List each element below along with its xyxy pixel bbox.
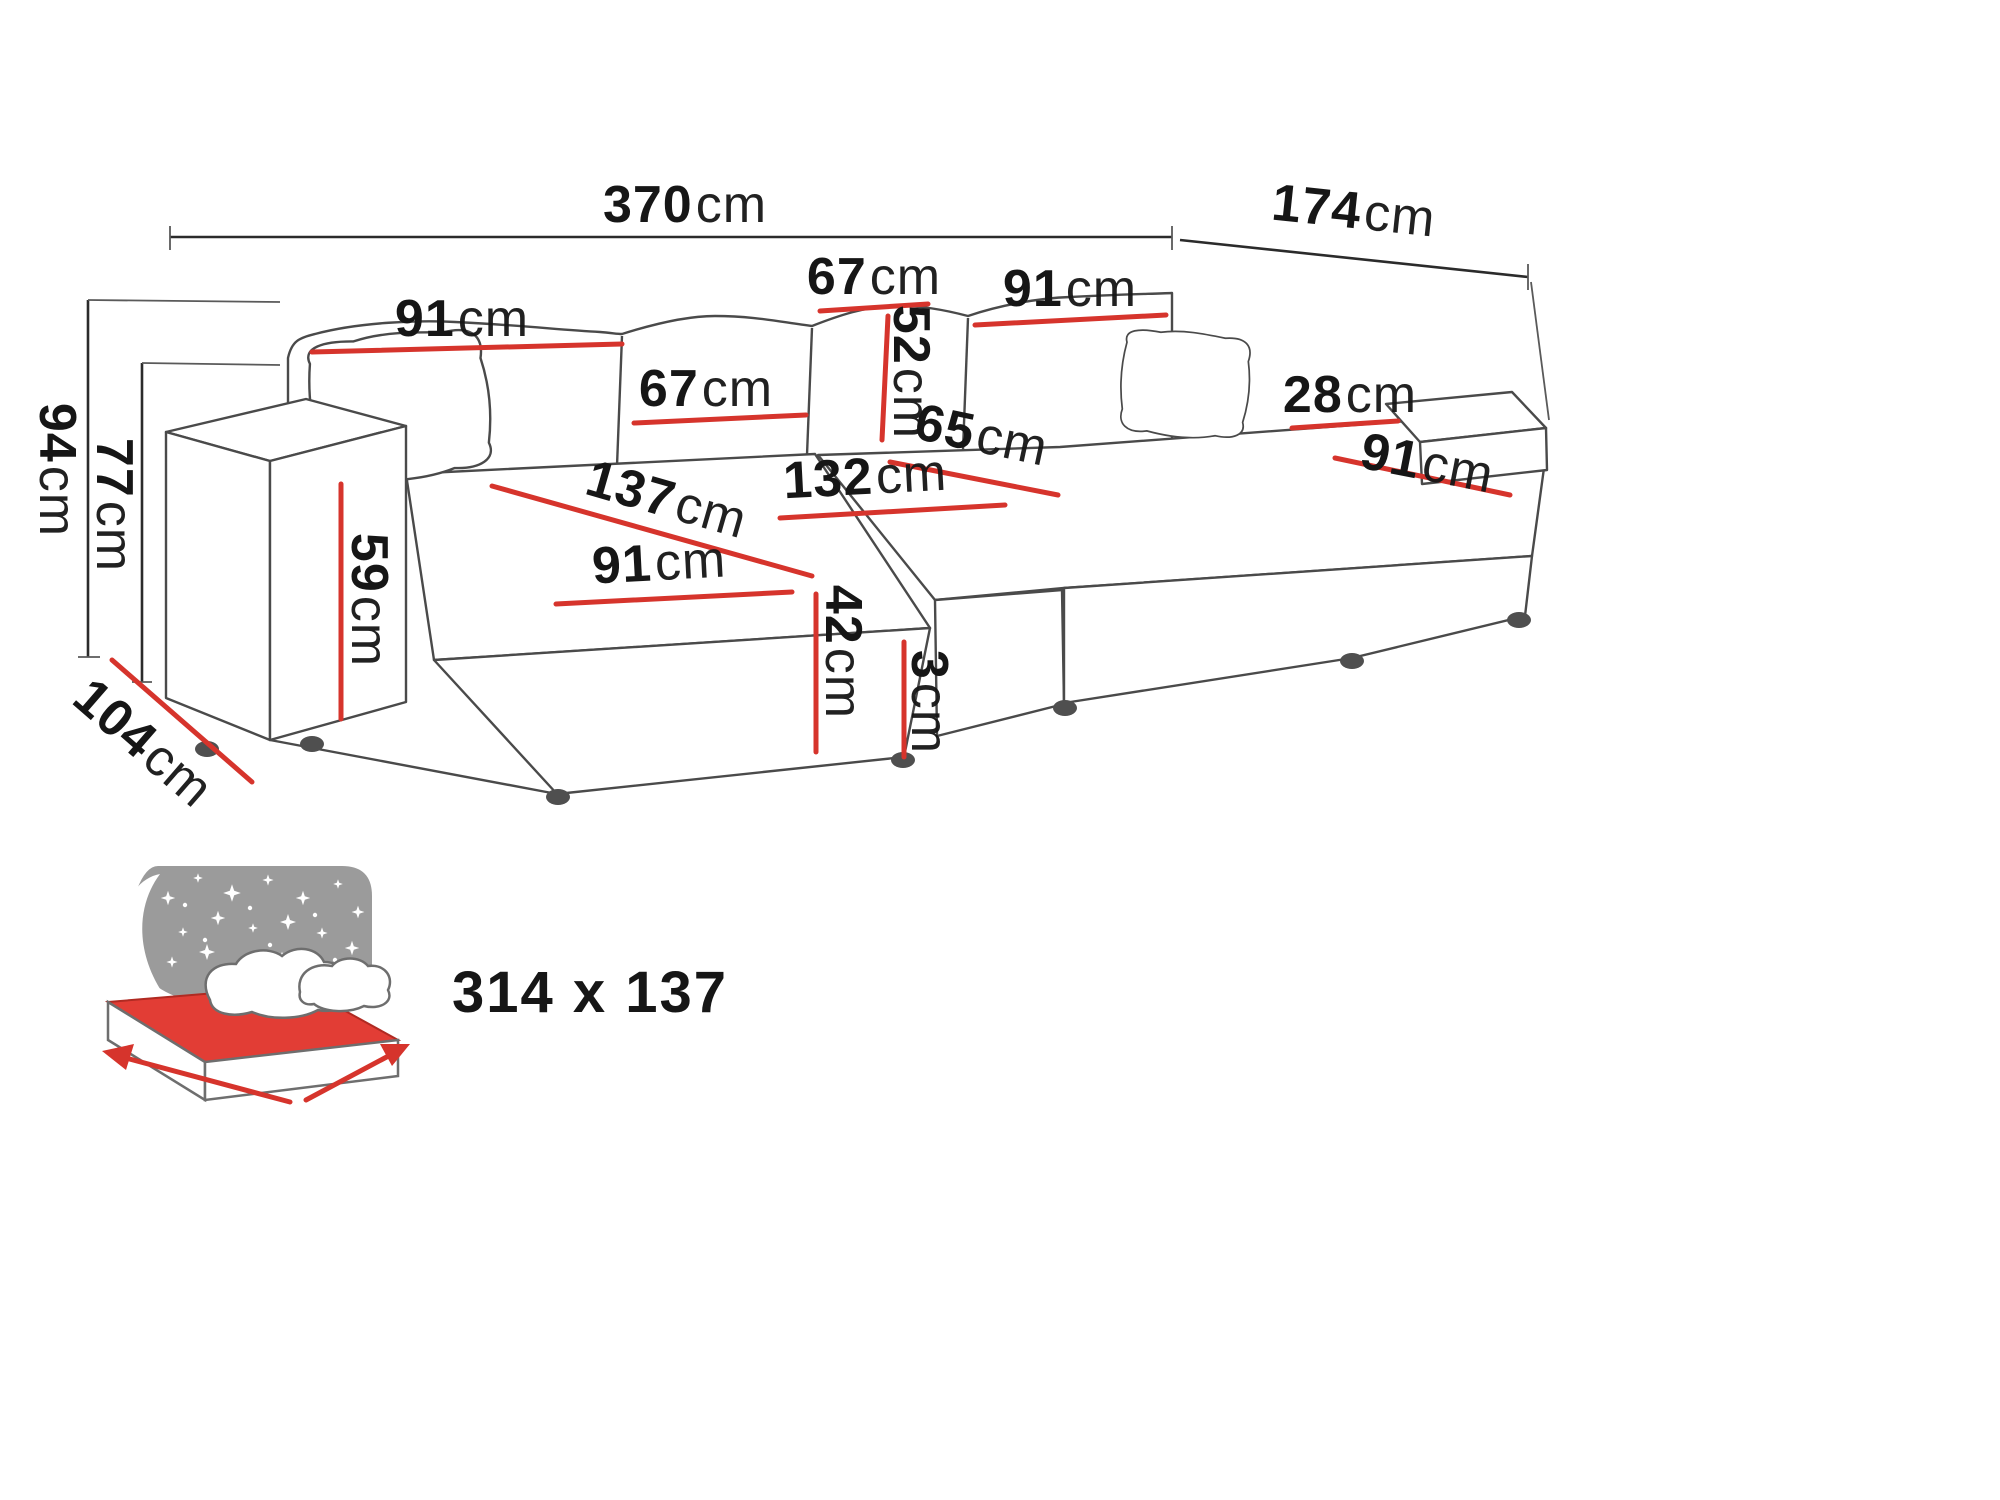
- dim-label-seat-height: 42cm: [814, 585, 872, 719]
- dimension-labels: 370cm 174cm 94cm 77cm 104cm 91cm 67cm 67…: [28, 174, 1499, 819]
- dim-line-chaise-length: [489, 483, 815, 579]
- dim-line-seat-depth: [887, 459, 1061, 498]
- dim-label-seat-right-width: 91cm: [1356, 422, 1499, 505]
- dim-label-armrest-right-width: 28cm: [1283, 366, 1417, 424]
- width-arrow-icon: [303, 1044, 410, 1103]
- bed-pillow-right: [298, 957, 392, 1013]
- dim-label-chaise-width: 91cm: [591, 531, 728, 596]
- back-cushion-divider-3: [961, 317, 970, 451]
- dim-line-depth-right: [1179, 238, 1529, 279]
- dim-line-back-cushion-width: [631, 412, 809, 426]
- length-arrow-icon: [102, 1044, 293, 1105]
- dim-label-leg-height: 3cm: [900, 650, 958, 754]
- back-cushion-divider-2: [805, 327, 814, 456]
- dim-label-armrest-height: 59cm: [340, 533, 398, 667]
- dim-line-seat-middle-width: [777, 502, 1008, 521]
- dim-line-depth-left: [109, 657, 255, 785]
- dim-label-seat-depth: 65cm: [910, 393, 1053, 478]
- dim-label-back-cushion-height: 52cm: [882, 305, 940, 439]
- extension-line: [1530, 281, 1550, 421]
- back-cushion-divider-1: [615, 335, 624, 467]
- dim-label-seat-middle-width: 132cm: [782, 444, 949, 511]
- outer-dimension-lines: [78, 226, 1550, 683]
- left-armrest-front-face: [268, 424, 408, 742]
- dim-line-seat-right-width: [1332, 455, 1513, 498]
- right-chaise-front-face: [1062, 554, 1534, 705]
- dim-label-width-total: 370cm: [603, 176, 767, 234]
- red-dimension-lines: [109, 301, 1513, 785]
- dim-label-back-top-width: 67cm: [807, 248, 941, 306]
- dim-label-depth-right: 174cm: [1269, 174, 1438, 249]
- pillow-right: [1120, 329, 1251, 439]
- dim-line-chaise-width: [553, 589, 795, 607]
- right-armrest-front-face: [1418, 426, 1549, 486]
- dim-label-back-right-width: 91cm: [1003, 260, 1137, 318]
- dim-line-back-left-width: [309, 341, 625, 355]
- moon-crescent-icon: [122, 874, 162, 993]
- dim-label-height-total: 94cm: [28, 403, 86, 537]
- sofa-outline: [164, 291, 1549, 805]
- sleeping-area-icon: 314 x 137: [102, 866, 728, 1105]
- dim-label-height-back: 77cm: [85, 438, 143, 572]
- dim-label-back-cushion-width: 67cm: [639, 360, 773, 418]
- dim-line-armrest-right-width: [1289, 418, 1401, 431]
- sofa-legs: [195, 612, 1531, 805]
- dim-line-back-cushion-height: [879, 313, 891, 443]
- extension-line: [141, 362, 281, 366]
- extension-line: [87, 299, 281, 303]
- dim-line-back-right-width: [972, 312, 1169, 328]
- dim-label-back-left-width: 91cm: [395, 290, 529, 348]
- mattress-side-front: [203, 1038, 400, 1102]
- dim-line-back-top-width: [817, 301, 931, 314]
- left-armrest-outer-face: [164, 430, 272, 742]
- sleeping-area-label: 314 x 137: [452, 960, 728, 1025]
